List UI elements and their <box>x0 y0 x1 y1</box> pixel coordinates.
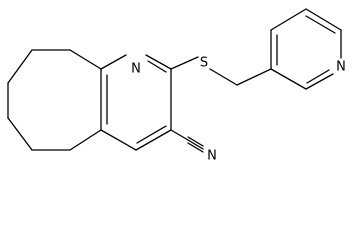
atom-label-n-cyclooctapyridine: N <box>131 62 141 77</box>
bond-c6prime-c5prime <box>305 8 342 31</box>
bond-c8a-n1 <box>100 54 127 70</box>
nitrile-group <box>170 129 204 153</box>
chemical-structure-diagram: N S N N <box>7 8 346 164</box>
bond-cn-triple-a <box>187 136 204 147</box>
bond-n1-c2 <box>145 54 172 70</box>
bond-c2prime-n1prime <box>305 73 334 90</box>
cyclooctane-ring <box>7 49 102 151</box>
bond-s-ch2 <box>209 68 238 86</box>
bond-c14-c4a <box>69 129 102 151</box>
atom-label-n-pyridine: N <box>336 60 346 75</box>
bond-c3-c4-inner <box>136 125 167 144</box>
bond-c3-cn <box>170 129 189 141</box>
bond-cn-triple-b <box>187 139 204 150</box>
bond-n1-c2-inner <box>147 60 167 73</box>
bond-ch2-c3prime <box>236 68 272 86</box>
pyridinyl-ring <box>270 8 342 90</box>
bond-c3-c4 <box>135 129 172 151</box>
atom-label-n-nitrile: N <box>207 149 217 164</box>
bond-c2-s <box>170 56 199 70</box>
atom-label-s-thioether: S <box>200 56 208 71</box>
bond-c10-c11 <box>7 49 33 84</box>
bond-c3prime-c2prime <box>270 68 307 90</box>
bond-c6prime-c5prime-inner <box>305 15 336 34</box>
bond-c5prime-c4prime <box>270 8 307 31</box>
bond-c12-c13 <box>7 117 33 151</box>
bond-c2prime-n1prime-inner <box>306 69 330 84</box>
fused-pyridine-ring <box>100 54 172 151</box>
bond-c4-c4a <box>100 129 137 151</box>
bond-cn-triple-c <box>187 142 204 153</box>
bond-c8a-c9 <box>69 49 102 70</box>
molecule-canvas: N S N N <box>7 8 346 164</box>
thioether-linker <box>170 56 272 86</box>
